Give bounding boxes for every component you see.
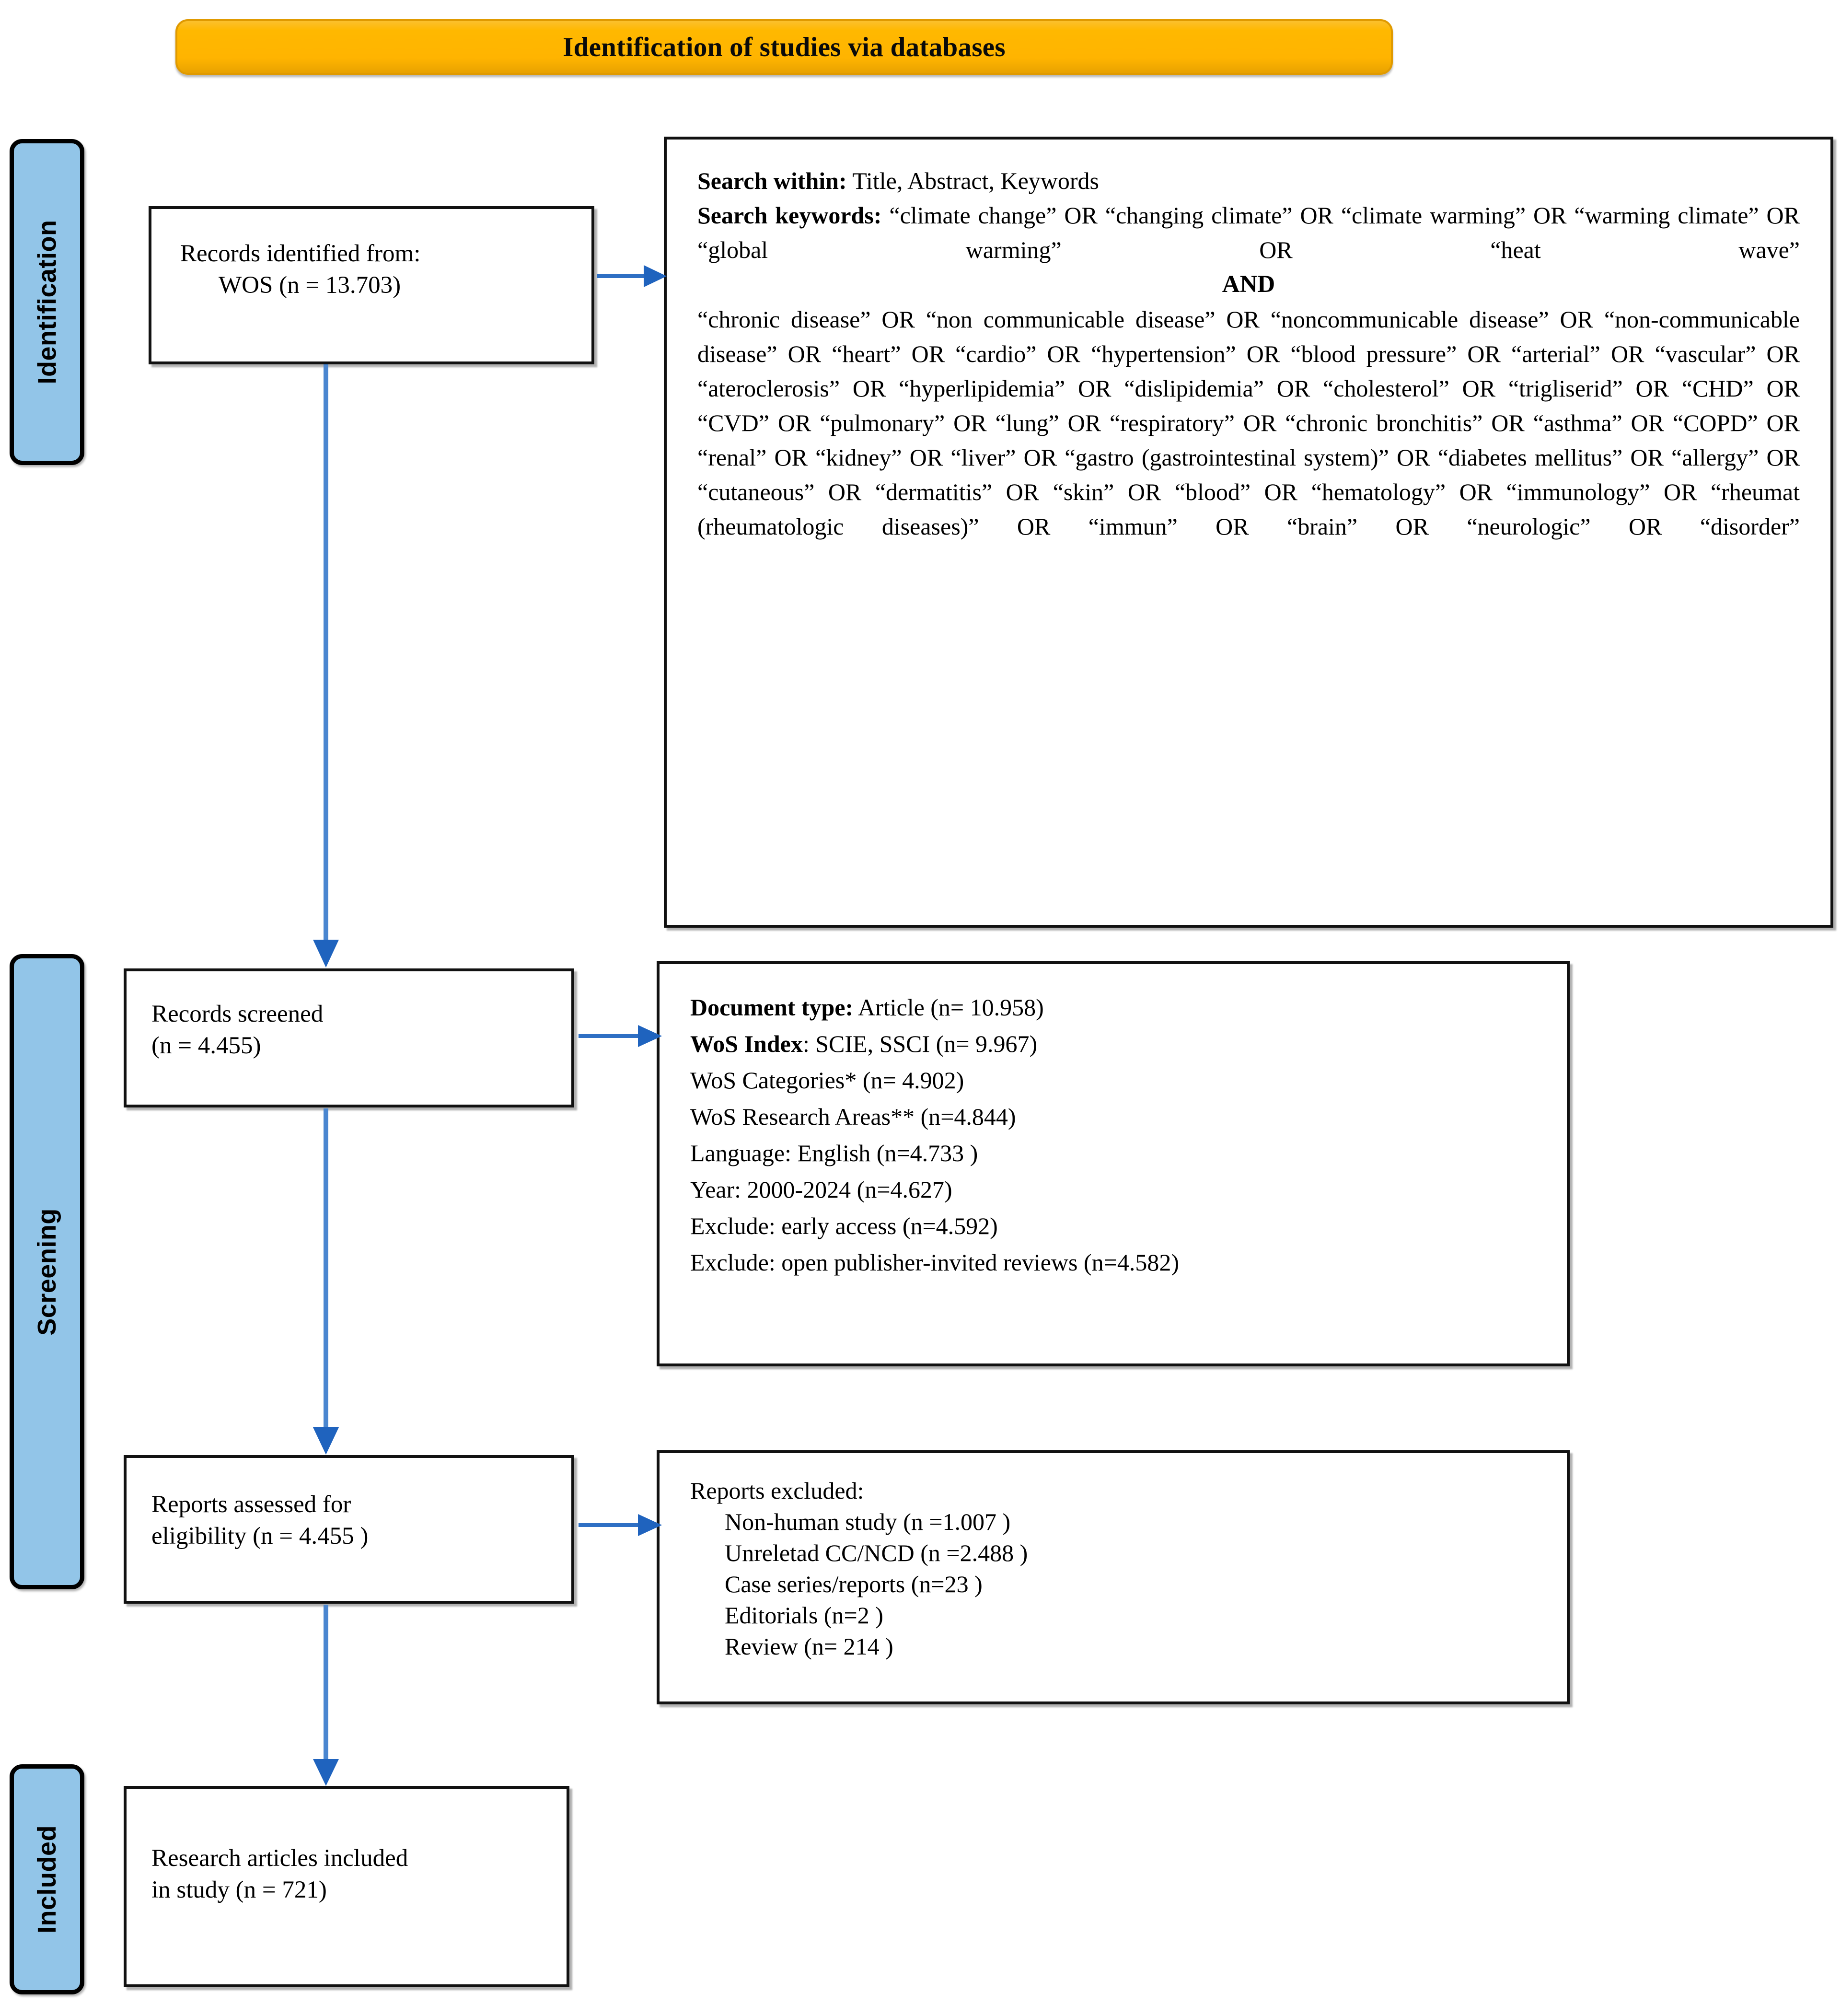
included-line-1: Research articles included: [151, 1845, 408, 1872]
stage-tab-included: Included: [10, 1764, 84, 1994]
screening-filter-label: Document type:: [690, 994, 854, 1021]
search-within-value: Title, Abstract, Keywords: [846, 167, 1100, 194]
screening-filter-value: WoS Research Areas** (n=4.844): [690, 1103, 1016, 1130]
box-screening-filters: Document type: Article (n= 10.958)WoS In…: [657, 961, 1570, 1366]
reports-excluded-item: Editorials (n=2 ): [725, 1602, 883, 1629]
screening-filter-row: Year: 2000-2024 (n=4.627): [690, 1171, 1540, 1208]
screening-filter-value: Exclude: open publisher-invited reviews …: [690, 1249, 1179, 1276]
screening-filter-row: Exclude: open publisher-invited reviews …: [690, 1244, 1540, 1281]
stage-label-screening: Screening: [33, 1208, 61, 1336]
reports-excluded-list: Non-human study (n =1.007 ) Unreletad CC/…: [690, 1506, 1540, 1662]
reports-excluded-item: Non-human study (n =1.007 ): [725, 1508, 1011, 1535]
screening-filter-row: Language: English (n=4.733 ): [690, 1135, 1540, 1171]
screening-filter-row: Document type: Article (n= 10.958): [690, 989, 1540, 1025]
box-reports-excluded: Reports excluded: Non-human study (n =1.…: [657, 1450, 1570, 1704]
records-screened-line-2: (n = 4.455): [151, 1032, 261, 1060]
screening-filter-value: WoS Categories* (n= 4.902): [690, 1067, 964, 1094]
records-identified-line-2: WOS (n = 13.703): [219, 272, 401, 299]
screening-filter-value: Language: English (n=4.733 ): [690, 1140, 978, 1166]
screening-filter-value: : SCIE, SSCI (n= 9.967): [802, 1030, 1038, 1057]
arrow-assessed-to-included: [309, 1605, 343, 1788]
records-identified-line-1: Records identified from:: [180, 240, 421, 267]
arrow-identified-to-search: [596, 261, 668, 291]
records-screened-line-1: Records screened: [151, 1001, 324, 1027]
screening-filter-label: WoS Index: [690, 1030, 803, 1057]
screening-filter-value: Exclude: early access (n=4.592): [690, 1212, 998, 1239]
stage-label-identification: Identification: [33, 220, 61, 385]
search-within-row: Search within: Title, Abstract, Keywords: [697, 163, 1800, 198]
stage-tab-screening: Screening: [10, 954, 84, 1589]
box-research-articles-included: Research articles included in study (n =…: [124, 1786, 569, 1987]
search-keywords-label: Search keywords:: [697, 202, 882, 229]
included-line-2: in study (n = 721): [151, 1876, 327, 1904]
screening-filter-row: WoS Categories* (n= 4.902): [690, 1062, 1540, 1098]
screening-filter-row: WoS Index: SCIE, SSCI (n= 9.967): [690, 1025, 1540, 1062]
search-keywords-row-1: Search keywords: “climate change” OR “ch…: [697, 198, 1800, 267]
box-reports-assessed: Reports assessed for eligibility (n = 4.…: [124, 1455, 574, 1604]
search-keywords-part-2: “chronic disease” OR “non communicable d…: [697, 306, 1800, 540]
screening-filters-list: Document type: Article (n= 10.958)WoS In…: [674, 975, 1552, 1281]
arrow-identified-to-screened: [309, 364, 343, 969]
search-within-label: Search within:: [697, 167, 847, 194]
box-records-identified: Records identified from: WOS (n = 13.703…: [149, 206, 594, 364]
reports-excluded-item: Case series/reports (n=23 ): [725, 1571, 983, 1597]
search-operator-and: AND: [1222, 271, 1275, 298]
box-search-strategy: Search within: Title, Abstract, Keywords…: [664, 137, 1833, 928]
reports-excluded-heading: Reports excluded:: [690, 1477, 864, 1504]
screening-filter-value: Article (n= 10.958): [853, 994, 1044, 1021]
header-banner: Identification of studies via databases: [175, 19, 1393, 75]
stage-label-included: Included: [33, 1825, 62, 1934]
screening-filter-row: WoS Research Areas** (n=4.844): [690, 1098, 1540, 1135]
arrow-assessed-to-excluded: [578, 1510, 663, 1540]
reports-excluded-item: Unreletad CC/NCD (n =2.488 ): [725, 1539, 1028, 1566]
screening-filter-row: Exclude: early access (n=4.592): [690, 1208, 1540, 1244]
arrow-screened-to-filters: [578, 1021, 663, 1051]
reports-assessed-line-2: eligibility (n = 4.455 ): [151, 1523, 369, 1550]
reports-assessed-line-1: Reports assessed for: [151, 1491, 351, 1518]
arrow-screened-to-assessed: [309, 1108, 343, 1457]
page-title: Identification of studies via databases: [563, 32, 1006, 62]
stage-tab-identification: Identification: [10, 139, 84, 465]
search-keywords-part-1: “climate change” OR “changing climate” O…: [697, 202, 1800, 263]
box-records-screened: Records screened (n = 4.455): [124, 968, 574, 1107]
screening-filter-value: Year: 2000-2024 (n=4.627): [690, 1176, 952, 1203]
reports-excluded-item: Review (n= 214 ): [725, 1633, 893, 1660]
